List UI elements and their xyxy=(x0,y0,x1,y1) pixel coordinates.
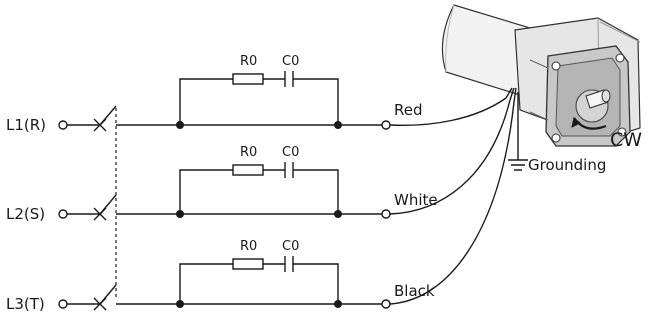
line-3-resistor-label: R0 xyxy=(240,239,257,254)
line-1-lead-wire xyxy=(389,97,507,127)
line-1-output-terminal-icon xyxy=(381,120,391,130)
line-3-capacitor-icon xyxy=(284,256,294,272)
line-3-wire-color-label: Black xyxy=(394,282,435,300)
line-2-wire-color-label: White xyxy=(394,191,438,209)
line-2-junction-right xyxy=(334,210,342,218)
line-2-switch-blade xyxy=(99,194,117,215)
line-3-circuit: L3(T) R0 C0 Black xyxy=(6,101,515,313)
line-2-capacitor-icon xyxy=(284,162,294,178)
line-3-capacitor-label: C0 xyxy=(282,239,299,254)
line-3-terminal-label: L3(T) xyxy=(6,295,45,313)
line-2-capacitor-label: C0 xyxy=(282,145,299,160)
line-2-rc-loop xyxy=(179,169,339,214)
line-2-output-terminal-icon xyxy=(381,209,391,219)
ground-symbol-icon xyxy=(508,159,528,171)
grounding: Grounding xyxy=(508,92,606,174)
motor-lead-exit xyxy=(505,87,517,103)
motor-illustration: CW xyxy=(441,4,642,151)
rotation-direction-label: CW xyxy=(610,129,642,151)
motor-body-shade xyxy=(445,4,455,73)
line-3-junction-left xyxy=(176,300,184,308)
gearhead-top-edge xyxy=(599,21,641,43)
line-1-resistor-label: R0 xyxy=(240,54,257,69)
line-3-junction-right xyxy=(334,300,342,308)
line-1-terminal-label: L1(R) xyxy=(6,116,46,134)
line-3-output-terminal-icon xyxy=(381,299,391,309)
line-1-terminal-icon xyxy=(58,120,68,130)
line-2-resistor-icon xyxy=(232,164,264,176)
line-3-lead-wire xyxy=(389,101,515,305)
output-shaft-end xyxy=(601,89,611,103)
line-2-junction-left xyxy=(176,210,184,218)
line-1-circuit: L1(R) R0 C0 Red xyxy=(6,54,507,134)
line-1-junction-right xyxy=(334,121,342,129)
line-3-switch-blade xyxy=(99,284,117,305)
mounting-hole-icon xyxy=(551,133,561,143)
line-3-resistor-icon xyxy=(232,258,264,270)
line-1-resistor-icon xyxy=(232,73,264,85)
line-2-terminal-icon xyxy=(58,209,68,219)
mounting-hole-icon xyxy=(617,127,627,137)
rotation-arrowhead-icon xyxy=(571,117,581,128)
line-2-terminal-label: L2(S) xyxy=(6,205,45,223)
grounding-label: Grounding xyxy=(528,156,606,174)
line-1-rc-loop xyxy=(179,78,339,125)
line-1-switch-blade xyxy=(99,105,117,126)
line-1-capacitor-label: C0 xyxy=(282,54,299,69)
line-1-capacitor-icon xyxy=(284,71,294,87)
line-2-lead-wire xyxy=(389,99,511,215)
mounting-hole-icon xyxy=(615,53,625,63)
line-2-circuit: L2(S) R0 C0 White xyxy=(6,99,511,223)
line-1-junction-left xyxy=(176,121,184,129)
line-3-terminal-icon xyxy=(58,299,68,309)
line-1-wire-color-label: Red xyxy=(394,101,423,119)
gearhead-ribs xyxy=(529,59,549,121)
mounting-hole-icon xyxy=(551,61,561,71)
line-3-rc-loop xyxy=(179,263,339,304)
line-2-resistor-label: R0 xyxy=(240,145,257,160)
